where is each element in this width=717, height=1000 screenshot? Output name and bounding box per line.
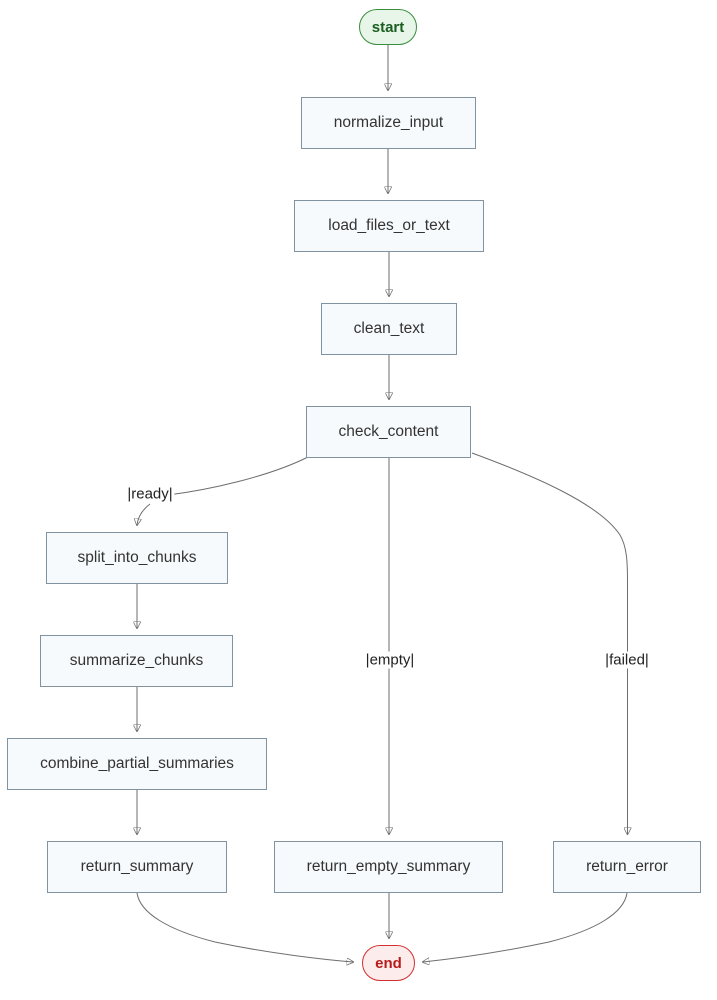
node-start: start [359, 9, 417, 45]
node-return-summary: return_summary [47, 841, 227, 893]
node-check-content-label: check_content [338, 423, 439, 440]
node-normalize-input-label: normalize_input [333, 114, 444, 131]
node-normalize-input: normalize_input [301, 97, 476, 149]
node-split-into-chunks: split_into_chunks [46, 532, 228, 584]
node-clean-text-label: clean_text [353, 320, 425, 337]
node-start-label: start [371, 18, 405, 36]
edge-check_content-return_error [471, 452, 628, 834]
node-clean-text: clean_text [321, 303, 457, 355]
edge-label-failed: |failed| [603, 651, 651, 669]
node-check-content: check_content [306, 406, 471, 458]
node-return-error: return_error [553, 841, 701, 893]
node-return-empty-summary-label: return_empty_summary [306, 858, 471, 875]
node-load-files-or-text-label: load_files_or_text [328, 217, 450, 234]
node-summarize-chunks-label: summarize_chunks [69, 652, 204, 669]
node-load-files-or-text: load_files_or_text [294, 200, 484, 252]
edge-label-empty: |empty| [363, 651, 417, 669]
node-end: end [362, 945, 415, 981]
edge-return_error-end [423, 892, 628, 962]
node-end-label: end [375, 954, 402, 972]
node-return-summary-label: return_summary [80, 858, 194, 875]
node-return-empty-summary: return_empty_summary [274, 841, 503, 893]
edge-check_content-split_into_chunks [137, 503, 151, 525]
node-combine-partial-summaries-label: combine_partial_summaries [40, 755, 234, 772]
node-combine-partial-summaries: combine_partial_summaries [7, 738, 267, 790]
edge-label-ready: |ready| [125, 485, 175, 503]
node-return-error-label: return_error [586, 858, 668, 875]
node-summarize-chunks: summarize_chunks [40, 635, 233, 687]
edge-return_summary-end [136, 892, 353, 962]
node-split-into-chunks-label: split_into_chunks [77, 549, 197, 566]
edge-check_content-ready-segment [167, 456, 309, 496]
